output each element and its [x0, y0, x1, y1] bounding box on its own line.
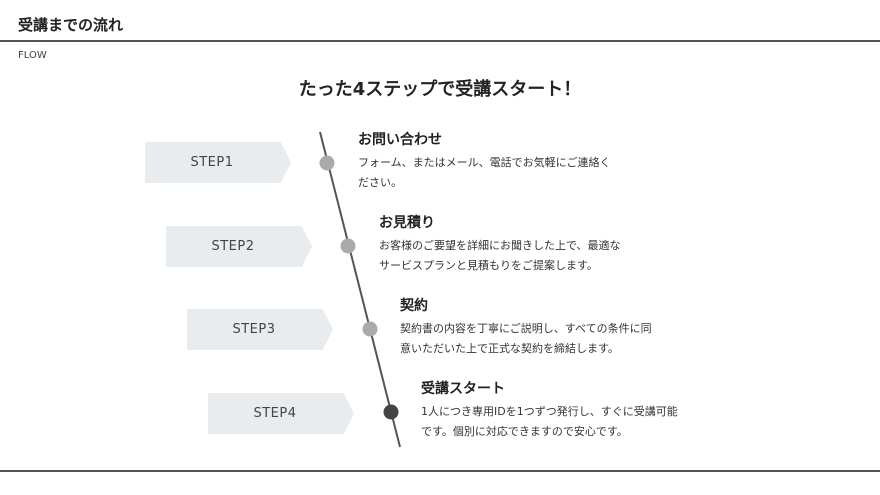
step3-title: 契約 [400, 298, 428, 314]
step1-dot [319, 155, 335, 171]
step4-tag: STEP4 [208, 393, 354, 434]
section-subtitle: FLOW [18, 50, 47, 61]
step2-tag: STEP2 [166, 226, 312, 267]
flow-headline: たった4ステップで受講スタート！ [298, 79, 582, 100]
step4-dot [383, 404, 399, 420]
step4-title: 受講スタート [421, 381, 505, 397]
step2-description-line1: お客様のご要望を詳細にお聞きした上で、最適な [379, 239, 621, 252]
step3-tag: STEP3 [187, 309, 333, 350]
step2-description: お客様のご要望を詳細にお聞きした上で、最適な サービスプランと見積もりをご提案し… [379, 236, 719, 276]
step1-tag: STEP1 [145, 142, 291, 183]
step4-description: 1人につき専用IDを1つずつ発行し、すぐに受講可能 です。個別に対応できますので… [421, 402, 761, 442]
section-title: 受講までの流れ [18, 16, 124, 34]
timeline-line [319, 131, 401, 448]
footer-divider [0, 470, 880, 472]
step4-tag-label: STEP4 [253, 406, 297, 421]
header-divider [0, 40, 880, 42]
step2-description-line2: サービスプランと見積もりをご提案します。 [379, 259, 598, 272]
step3-description-line2: 意いただいた上で正式な契約を締結します。 [400, 342, 619, 355]
step2-tag-label: STEP2 [211, 239, 255, 254]
step1-description: フォーム、またはメール、電話でお気軽にご連絡く ださい。 [358, 153, 698, 193]
step1-description-line2: ださい。 [358, 176, 402, 189]
step3-description: 契約書の内容を丁寧にご説明し、すべての条件に同 意いただいた上で正式な契約を締結… [400, 319, 740, 359]
step1-title: お問い合わせ [358, 132, 442, 148]
step2-dot [340, 238, 356, 254]
step3-description-line1: 契約書の内容を丁寧にご説明し、すべての条件に同 [400, 322, 652, 335]
step4-description-line1: 1人につき専用IDを1つずつ発行し、すぐに受講可能 [421, 405, 678, 418]
step3-dot [362, 321, 378, 337]
step4-description-line2: です。個別に対応できますので安心です。 [421, 425, 628, 438]
step3-tag-label: STEP3 [232, 322, 276, 337]
step2-title: お見積り [379, 215, 435, 231]
step1-description-line1: フォーム、またはメール、電話でお気軽にご連絡く [358, 156, 611, 169]
step1-tag-label: STEP1 [190, 155, 234, 170]
